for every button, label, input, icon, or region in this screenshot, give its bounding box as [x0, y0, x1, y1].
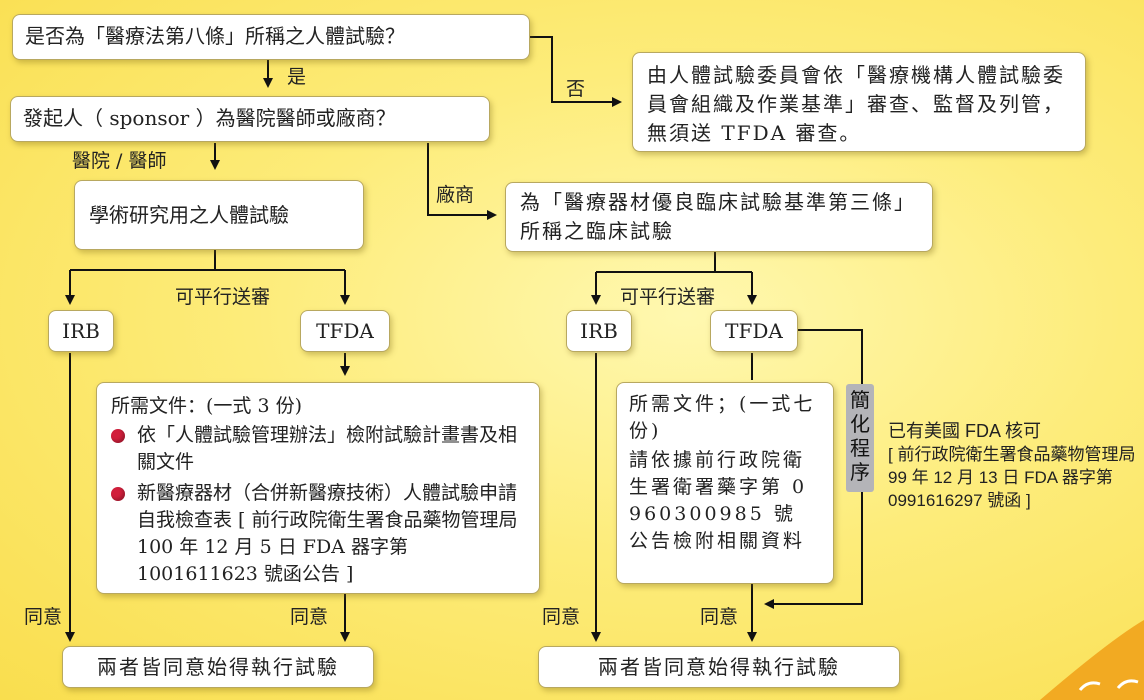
no-result-box: 由人體試驗委員會依「醫療機構人體試驗委員會組織及作業基準」審查、監督及列管，無須…: [632, 52, 1086, 152]
question-2-box: 發起人（ sponsor ）為醫院醫師或廠商？: [10, 96, 490, 142]
irb-label-left: IRB: [62, 319, 100, 343]
agree-label-right-tfda: 同意: [700, 606, 739, 628]
parallel-review-label-right: 可平行送審: [620, 286, 716, 308]
irb-label-right: IRB: [580, 319, 618, 343]
yes-label: 是: [287, 66, 307, 88]
right-documents-box: 所需文件；(一式七份) 請依據前行政院衛生署衛署藥字第 0960300985 號…: [616, 382, 834, 584]
final-text-left: 兩者皆同意始得執行試驗: [97, 655, 339, 679]
irb-box-right: IRB: [566, 310, 632, 352]
fda-approval-note-reference: [ 前行政院衛生署食品藥物管理局 99 年 12 月 13 日 FDA 器字第 …: [888, 445, 1136, 510]
final-text-right: 兩者皆同意始得執行試驗: [598, 655, 840, 679]
right-documents-body: 請依據前行政院衛生署衛署藥字第 0960300985 號 公告檢附相關資料: [629, 449, 808, 552]
left-documents-title: 所需文件：(一式 3 份): [111, 395, 302, 417]
tfda-label-left: TFDA: [316, 319, 374, 343]
device-trial-box: 為「醫療器材優良臨床試驗基準第三條」所稱之臨床試驗: [505, 182, 933, 252]
no-result-text: 由人體試驗委員會依「醫療機構人體試驗委員會組織及作業基準」審查、監督及列管，無須…: [647, 63, 1065, 145]
no-label: 否: [566, 78, 586, 100]
corner-decoration: [1040, 620, 1144, 700]
tfda-box-left: TFDA: [300, 310, 390, 352]
question-1-text: 是否為「醫療法第八條」所稱之人體試驗？: [25, 24, 405, 48]
vendor-label: 廠商: [436, 184, 475, 206]
agree-label-left-irb: 同意: [24, 606, 63, 628]
agree-label-left-tfda: 同意: [290, 606, 329, 628]
final-box-right: 兩者皆同意始得執行試驗: [538, 646, 900, 688]
bullet-icon: [111, 487, 125, 501]
right-documents-title: 所需文件；(一式七份): [629, 393, 816, 442]
left-documents-item: 依「人體試驗管理辦法」檢附試驗計畫書及相關文件: [111, 422, 525, 476]
tfda-label-right: TFDA: [725, 319, 783, 343]
fda-approval-note-title: 已有美國 FDA 核可: [888, 421, 1042, 441]
hospital-label: 醫院 / 醫師: [72, 150, 167, 172]
tfda-box-right: TFDA: [710, 310, 798, 352]
academic-trial-box: 學術研究用之人體試驗: [74, 180, 364, 250]
device-trial-text: 為「醫療器材優良臨床試驗基準第三條」所稱之臨床試驗: [520, 190, 916, 243]
bullet-icon: [111, 429, 125, 443]
left-documents-item: 新醫療器材（合併新醫療技術）人體試驗申請自我檢查表 [ 前行政院衛生署食品藥物管…: [111, 480, 525, 588]
left-documents-box: 所需文件：(一式 3 份) 依「人體試驗管理辦法」檢附試驗計畫書及相關文件 新醫…: [96, 382, 540, 594]
simplified-procedure-tag: 簡 化 程 序: [846, 384, 874, 492]
question-2-text: 發起人（ sponsor ）為醫院醫師或廠商？: [23, 106, 396, 130]
fda-approval-note: 已有美國 FDA 核可 [ 前行政院衛生署食品藥物管理局 99 年 12 月 1…: [888, 420, 1138, 512]
question-1-box: 是否為「醫療法第八條」所稱之人體試驗？: [12, 14, 530, 60]
agree-label-right-irb: 同意: [542, 606, 581, 628]
irb-box-left: IRB: [48, 310, 114, 352]
academic-trial-text: 學術研究用之人體試驗: [89, 203, 289, 227]
final-box-left: 兩者皆同意始得執行試驗: [62, 646, 374, 688]
parallel-review-label-left: 可平行送審: [175, 286, 271, 308]
